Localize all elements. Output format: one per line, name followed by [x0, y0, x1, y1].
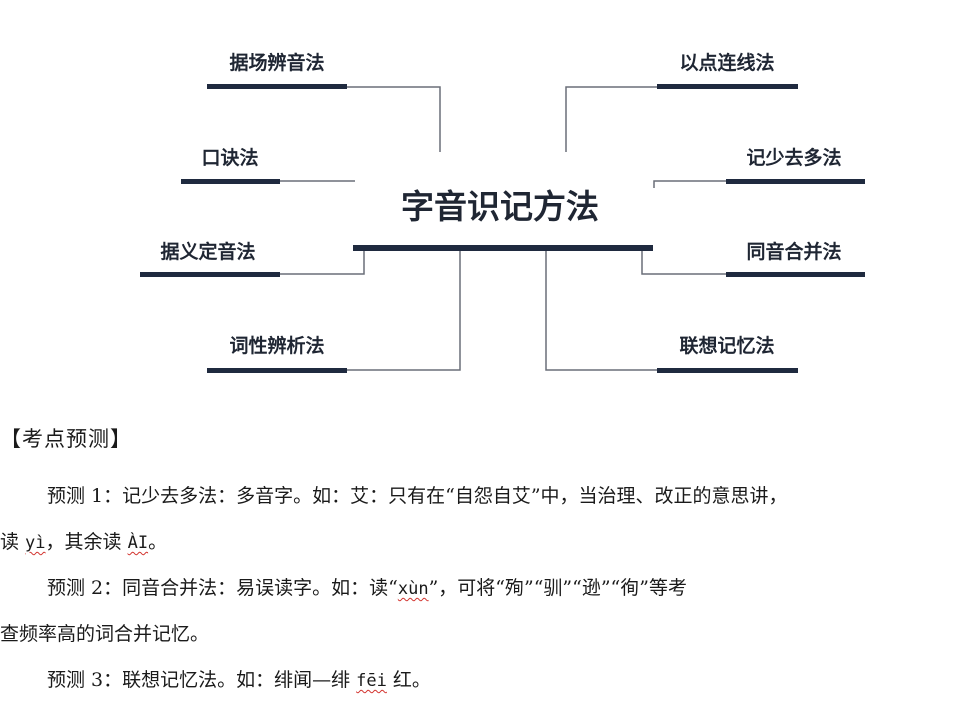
text-span: 读 — [0, 531, 26, 553]
prediction-1-line-2: 读 yì，其余读 ÀI。 — [0, 519, 971, 566]
node-right-3: 同音合并法 — [746, 240, 841, 263]
bar-lian-xiang — [657, 368, 798, 373]
bar-ju-yi — [140, 272, 280, 277]
text-span: ，其余读 — [45, 531, 128, 553]
bar-ju-chang — [207, 84, 347, 89]
bar-kou-jue — [181, 179, 280, 184]
prediction-2-line-2: 查频率高的词合并记忆。 — [0, 623, 210, 645]
bar-ci-xing — [207, 368, 347, 373]
text-span: 红。 — [386, 669, 431, 691]
node-left-2: 口诀法 — [201, 146, 258, 169]
prediction-1-line-1: 预测 1：记少去多法：多音字。如：艾：只有在“自怨自艾”中，当治理、改正的意思讲… — [47, 485, 788, 507]
text-span: ”，可将“殉”“驯”“逊”“徇”等考 — [428, 577, 687, 599]
bar-ji-shao — [726, 179, 865, 184]
text-span: 预测 3：联想记忆法。如：绯闻—绯 — [47, 669, 357, 691]
node-bars — [140, 84, 865, 373]
pinyin-ai: ÀI — [127, 533, 149, 553]
text-span: 。 — [148, 531, 168, 553]
mind-map-diagram: 字音识记方法 据场辨音法 口诀法 据义定音法 词性辨析法 以点连线法 记少去多法… — [140, 51, 865, 373]
text-span: 预测 2：同音合并法：易误读字。如：读“ — [47, 577, 398, 599]
center-title: 字音识记方法 — [401, 187, 599, 226]
node-left-1: 据场辨音法 — [229, 51, 324, 74]
node-right-4: 联想记忆法 — [679, 334, 774, 357]
pinyin-fei: fēi — [356, 671, 387, 691]
section-heading: 【考点预测】 — [0, 427, 132, 451]
node-left-3: 据义定音法 — [160, 240, 255, 263]
prediction-3: 预测 3：联想记忆法。如：绯闻—绯 fēi 红。 — [0, 657, 971, 704]
node-right-1: 以点连线法 — [679, 51, 774, 74]
bar-tong-yin — [726, 272, 865, 277]
pinyin-xun: xùn — [397, 579, 429, 599]
pinyin-yi: yì — [25, 533, 46, 553]
bar-yi-dian — [657, 84, 798, 89]
node-left-4: 词性辨析法 — [229, 334, 324, 357]
prediction-2-line-1: 预测 2：同音合并法：易误读字。如：读“xùn”，可将“殉”“驯”“逊”“徇”等… — [0, 565, 971, 612]
connector-lines — [278, 86, 727, 371]
node-right-2: 记少去多法 — [746, 146, 841, 169]
bar-center — [353, 245, 653, 251]
